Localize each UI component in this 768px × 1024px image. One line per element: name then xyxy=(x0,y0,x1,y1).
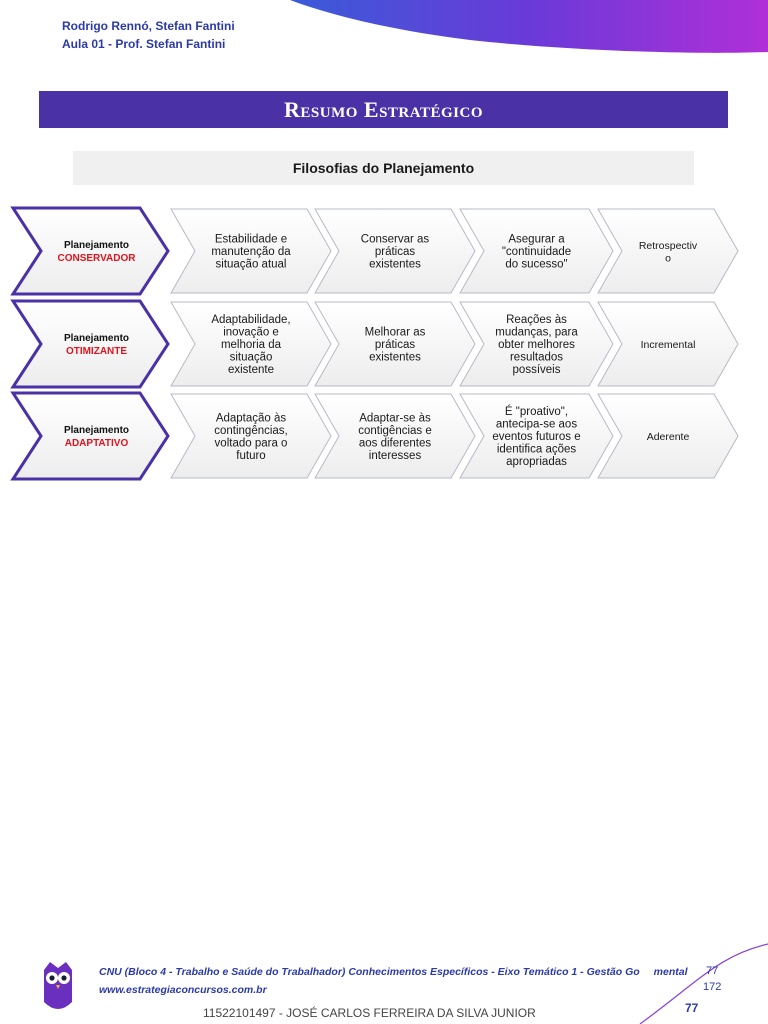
footer-owner: 11522101497 - JOSÉ CARLOS FERREIRA DA SI… xyxy=(203,1006,536,1020)
page-number-bold: 77 xyxy=(685,1001,699,1015)
chevron-text: apropriadas xyxy=(506,456,567,468)
chevron-text: práticas xyxy=(375,246,416,258)
chevron-text: existentes xyxy=(369,259,421,271)
chevron-text: Retrospectiv xyxy=(639,240,698,252)
chevron-text: futuro xyxy=(236,450,265,462)
header-lesson: Aula 01 - Prof. Stefan Fantini xyxy=(62,37,226,51)
chevron-text: obter melhores xyxy=(498,339,575,351)
chevron-text: situação xyxy=(230,352,273,364)
chevron-text: Asegurar a xyxy=(508,234,565,246)
planning-type: ADAPTATIVO xyxy=(65,438,129,449)
chevron-text: voltado para o xyxy=(215,437,288,449)
header-authors: Rodrigo Rennó, Stefan Fantini xyxy=(62,19,235,33)
chevron-cell: Aderente xyxy=(597,393,739,479)
section-banner-title: Resumo Estratégico xyxy=(39,91,728,128)
chevron-text: Melhorar as xyxy=(365,327,426,339)
chevron-text: Adaptação às xyxy=(216,412,287,424)
chevron-text: possíveis xyxy=(513,364,561,376)
page-number: 77 xyxy=(706,965,719,977)
chevron-text: existentes xyxy=(369,352,421,364)
chevron-text: manutenção da xyxy=(211,246,291,258)
chevron-text: Conservar as xyxy=(361,234,430,246)
chevron-text: antecipa-se aos xyxy=(496,419,577,431)
chevron-text: Reações às xyxy=(506,314,567,326)
chevron-text: eventos futuros e xyxy=(492,431,580,443)
chevron-text: Incremental xyxy=(641,339,696,351)
footer-course-title: CNU (Bloco 4 - Trabalho e Saúde do Traba… xyxy=(99,966,688,978)
chevron-text: práticas xyxy=(375,339,416,351)
chevron-text: situação atual xyxy=(216,259,287,271)
chevron-text: inovação e xyxy=(223,327,279,339)
chevron-text: melhoria da xyxy=(221,339,282,351)
chevron-text: Aderente xyxy=(647,431,690,443)
chevron-text: resultados xyxy=(510,352,563,364)
chevron-text: identifica ações xyxy=(497,444,577,456)
chevron-text: existente xyxy=(228,364,274,376)
page-total: 172 xyxy=(703,981,722,993)
chevron-cell: Incremental xyxy=(597,301,739,387)
diagram-subtitle: Filosofias do Planejamento xyxy=(73,151,694,185)
planning-label: Planejamento xyxy=(64,240,129,251)
chevron-text: contigências e xyxy=(358,425,432,437)
chevron-text: É "proativo", xyxy=(505,405,568,418)
chevron-text: Adaptar-se às xyxy=(359,412,431,424)
owl-logo-icon xyxy=(44,962,72,1009)
header-decoration xyxy=(290,0,768,53)
chevron-text: Estabilidade e xyxy=(215,234,287,246)
chevron-text: "continuidade xyxy=(502,246,571,258)
chevron-text: Adaptabilidade, xyxy=(211,314,290,326)
planning-type: CONSERVADOR xyxy=(58,253,137,264)
chevron-text: interesses xyxy=(369,450,422,462)
chevron-text: do sucesso" xyxy=(505,259,567,271)
footer-site-link[interactable]: www.estrategiaconcursos.com.br xyxy=(99,984,267,996)
chevron-text: o xyxy=(665,252,671,264)
chevron-text: contingências, xyxy=(214,425,288,437)
planning-label: Planejamento xyxy=(64,425,129,436)
planning-type: OTIMIZANTE xyxy=(66,346,127,357)
planning-label: Planejamento xyxy=(64,333,129,344)
chevron-text: aos diferentes xyxy=(359,437,431,449)
chevron-text: mudanças, para xyxy=(495,327,578,339)
